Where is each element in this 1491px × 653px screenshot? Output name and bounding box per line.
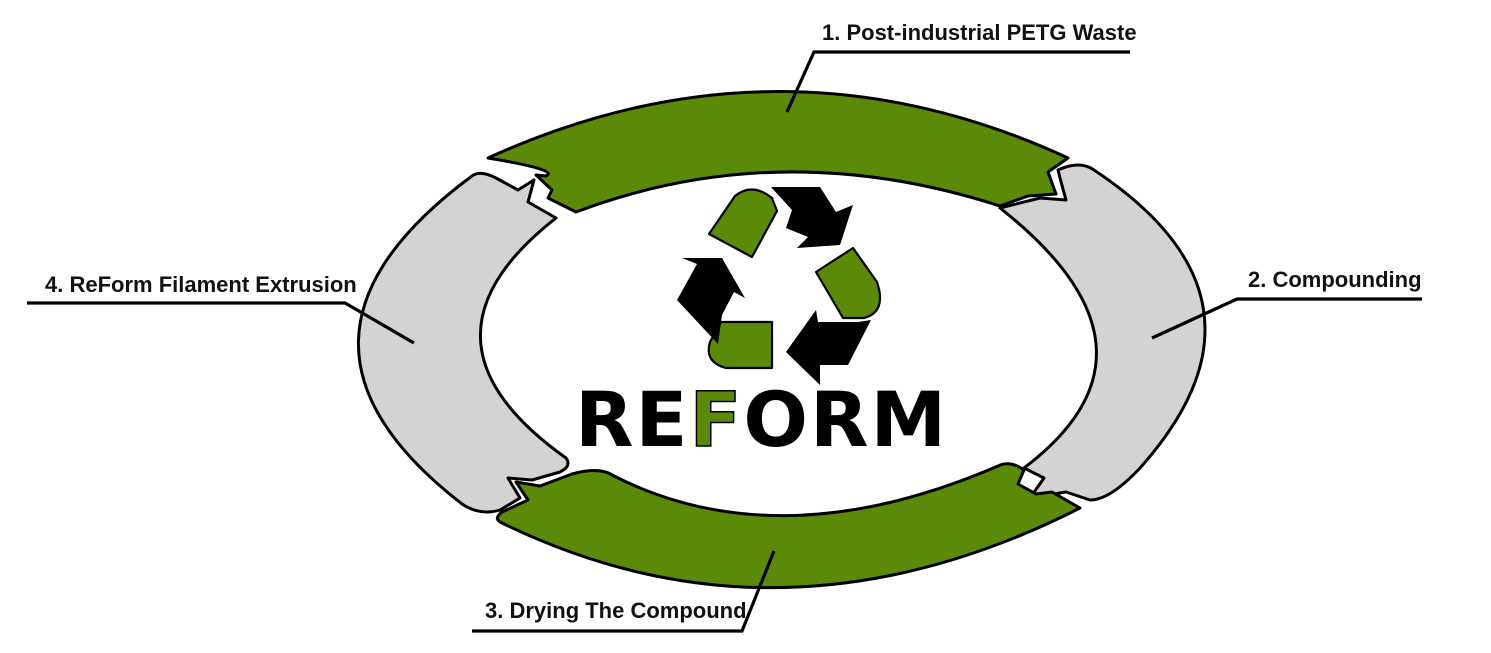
stage-4-leader-line — [27, 301, 415, 345]
recycle-black-arrow-2 — [786, 310, 871, 385]
stage-3-segment — [495, 462, 1082, 590]
stage-3-label: 3. Drying The Compound — [485, 598, 747, 623]
reform-logo-orm: ORM — [743, 375, 948, 464]
stage-2-label: 2. Compounding — [1248, 267, 1422, 292]
reform-logo-text: REFORM — [575, 375, 948, 464]
stage-4-segment — [357, 171, 570, 514]
recycle-green-block-2 — [814, 246, 882, 320]
stage-1-segment — [486, 90, 1070, 214]
reform-logo-f: F — [689, 375, 743, 464]
reform-logo-re: RE — [575, 375, 689, 464]
recycle-green-block-1 — [707, 188, 779, 259]
reform-logo: REFORM — [575, 374, 948, 465]
recycle-black-arrow-3 — [677, 258, 745, 344]
stage-2-segment — [998, 163, 1207, 502]
stage-1-leader-line — [785, 50, 1130, 113]
stage-3-leader-line — [472, 550, 776, 633]
recycle-black-arrow-1 — [771, 187, 853, 248]
recycle-green-block-3 — [707, 320, 774, 370]
stage-4-label: 4. ReForm Filament Extrusion — [45, 272, 357, 297]
stage-2-leader-line — [1151, 297, 1422, 340]
stage-1-label: 1. Post-industrial PETG Waste — [822, 20, 1137, 45]
recycle-icon — [677, 187, 882, 385]
